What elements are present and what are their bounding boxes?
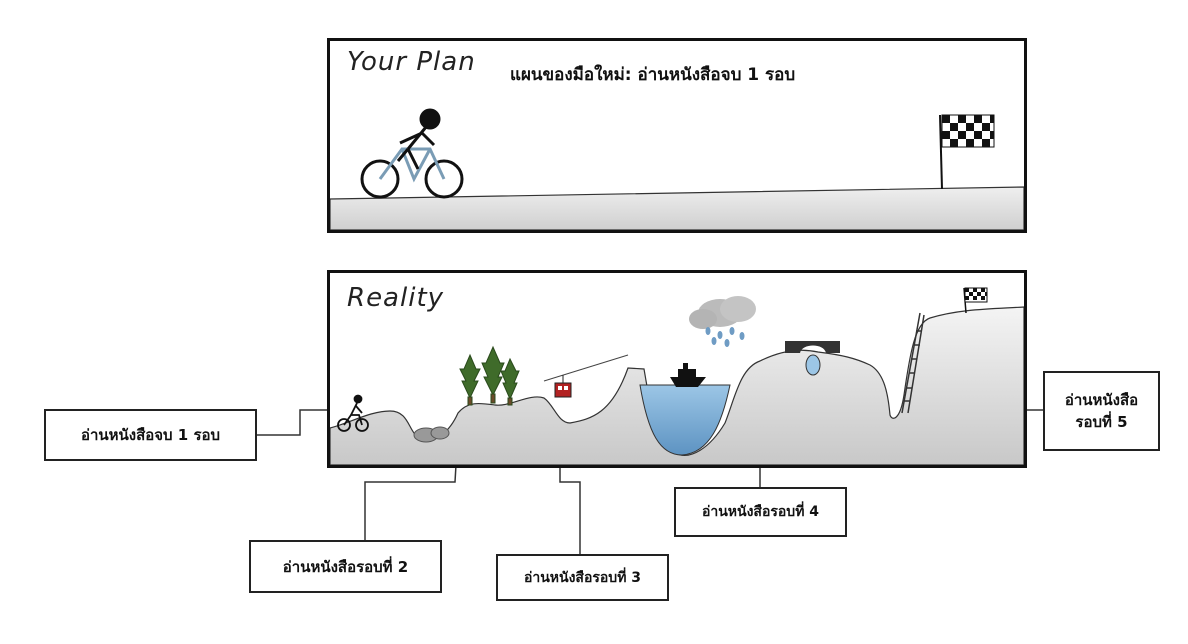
boulder-icon [413,426,450,443]
bicycle-icon [360,108,464,199]
plan-ground [330,186,1024,230]
reality-panel: Reality [327,270,1027,468]
lake [639,384,731,456]
reality-scene [330,287,1024,465]
callout-round-3: อ่านหนังสือรอบที่ 3 [496,554,669,601]
bridge-icon [785,341,840,376]
plan-title: Your Plan [347,47,476,77]
callout-round-5: อ่านหนังสือ รอบที่ 5 [1043,371,1160,451]
rain-cloud-icon [689,296,756,347]
callout-round-4: อ่านหนังสือรอบที่ 4 [674,487,847,537]
bicycle-icon [337,394,369,432]
plan-subtitle: แผนของมือใหม่: อ่านหนังสือจบ 1 รอบ [510,65,796,85]
finish-flag-icon [939,114,995,190]
finish-flag-icon [963,287,988,314]
plan-scene [330,108,1024,230]
callout-round-1: อ่านหนังสือจบ 1 รอบ [44,409,257,461]
reality-title: Reality [347,283,445,313]
plan-panel: Your Plan แผนของมือใหม่: อ่านหนังสือจบ 1… [327,38,1027,233]
boat-icon [670,363,706,387]
gondola-icon [554,375,572,398]
ladder-icon [901,312,925,414]
tree-icon [459,345,520,406]
callout-round-2: อ่านหนังสือรอบที่ 2 [249,540,442,593]
